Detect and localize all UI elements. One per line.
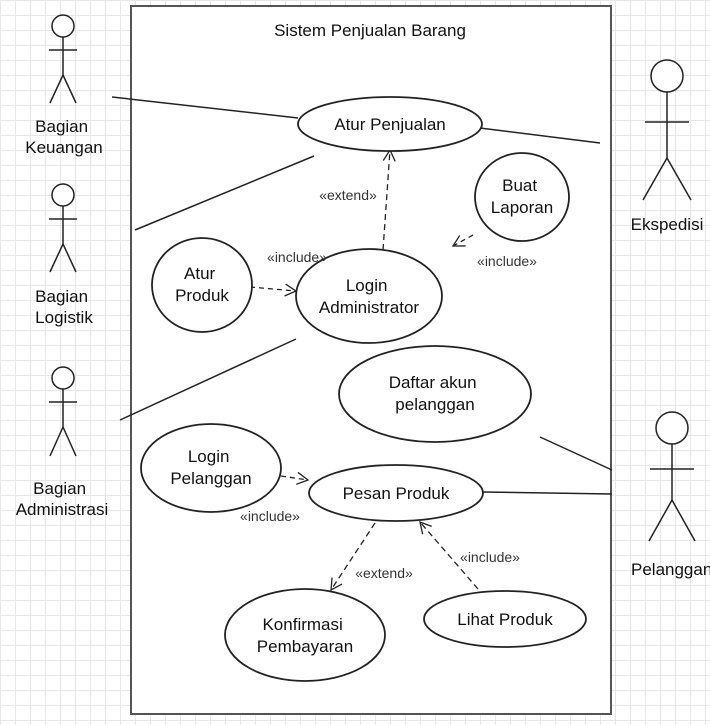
assoc-administrasi-login-admin [119,338,297,421]
actor-label-keuangan: Bagian Keuangan [25,117,103,157]
use-case-label: Login [346,276,388,295]
actor-label-administrasi: Bagian Administrasi [16,479,109,519]
use-case-label: Lihat Produk [457,610,553,629]
assoc-pelanggan-pesan-produk [482,491,613,495]
use-case-label: Konfirmasi [262,615,342,634]
svg-text:Daftar akun pelanggan: Daftar akun pelanggan [389,373,482,414]
use-case-login-pelanggan[interactable]: Login Pelanggan [140,423,282,513]
svg-text:Atur Produk: Atur Produk [175,264,229,305]
use-case-lihat-produk[interactable]: Lihat Produk [423,590,587,648]
use-case-label: Pesan Produk [343,484,450,503]
svg-text:Login Administrator: Login Administrator [319,276,419,317]
use-case-label: Administrator [319,298,419,317]
actor-label-ekspedisi: Ekspedisi [631,215,704,234]
actor-label-logistik: Bagian Logistik [35,287,93,327]
use-case-label: Atur [184,264,216,283]
use-case-konfirmasi-pembayaran[interactable]: Konfirmasi Pembayaran [224,588,386,682]
actor-label-pelanggan: Pelanggan [631,560,710,579]
extend-pesan-produk-to-konfirmasi [330,522,376,592]
use-case-login-administrator[interactable]: Login Administrator [295,248,443,344]
use-case-label: Login [188,447,230,466]
svg-text:Pesan Produk: Pesan Produk [343,484,450,503]
use-case-label: Pembayaran [257,637,353,656]
use-case-label: pelanggan [395,395,474,414]
svg-text:Konfirmasi Pembayaran: Konfirmasi Pembayaran [257,615,353,656]
actor-bagian-administrasi[interactable] [49,366,77,457]
assoc-pelanggan-daftar-akun [539,436,613,471]
stereotype-extend: «extend» [319,187,377,203]
assoc-keuangan-atur-penjualan [111,96,299,119]
stereotype-include: «include» [460,549,520,565]
include-atur-produk-to-login-admin [249,283,298,297]
actor-ekspedisi[interactable] [642,59,692,201]
actor-pelanggan[interactable] [648,411,696,542]
assoc-ekspedisi-atur-penjualan [479,127,601,144]
stereotype-include: «include» [477,253,537,269]
stereotype-include: «include» [240,508,300,524]
use-case-label: Daftar akun [389,373,477,392]
use-case-label: Laporan [491,198,553,217]
stereotype-extend: «extend» [355,565,413,581]
use-case-atur-produk[interactable]: Atur Produk [151,237,253,333]
stereotype-include: «include» [267,249,327,265]
use-case-atur-penjualan[interactable]: Atur Penjualan [297,96,483,152]
use-case-daftar-akun-pelanggan[interactable]: Daftar akun pelanggan [338,345,532,443]
use-case-buat-laporan[interactable]: Buat Laporan [474,152,570,242]
extend-login-admin-to-atur-penjualan [382,148,396,251]
use-case-pesan-produk[interactable]: Pesan Produk [308,464,484,522]
actor-bagian-logistik[interactable] [49,183,77,273]
system-title: Sistem Penjualan Barang [274,21,466,40]
svg-text:Login Pelanggan: Login Pelanggan [170,447,251,488]
include-login-pelanggan-to-pesan-produk [280,471,310,485]
use-case-label: Atur Penjualan [334,115,446,134]
use-case-label: Pelanggan [170,469,251,488]
assoc-logistik-atur-penjualan [134,155,315,231]
svg-text:Lihat Produk: Lihat Produk [457,610,553,629]
svg-text:Atur Penjualan: Atur Penjualan [334,115,446,134]
include-login-admin-to-buat-laporan [451,234,474,247]
include-lihat-produk-to-pesan-produk [419,520,479,590]
use-case-label: Produk [175,286,229,305]
svg-text:Buat Laporan: Buat Laporan [491,176,553,217]
use-case-label: Buat [502,176,537,195]
actor-bagian-keuangan[interactable] [49,14,77,104]
